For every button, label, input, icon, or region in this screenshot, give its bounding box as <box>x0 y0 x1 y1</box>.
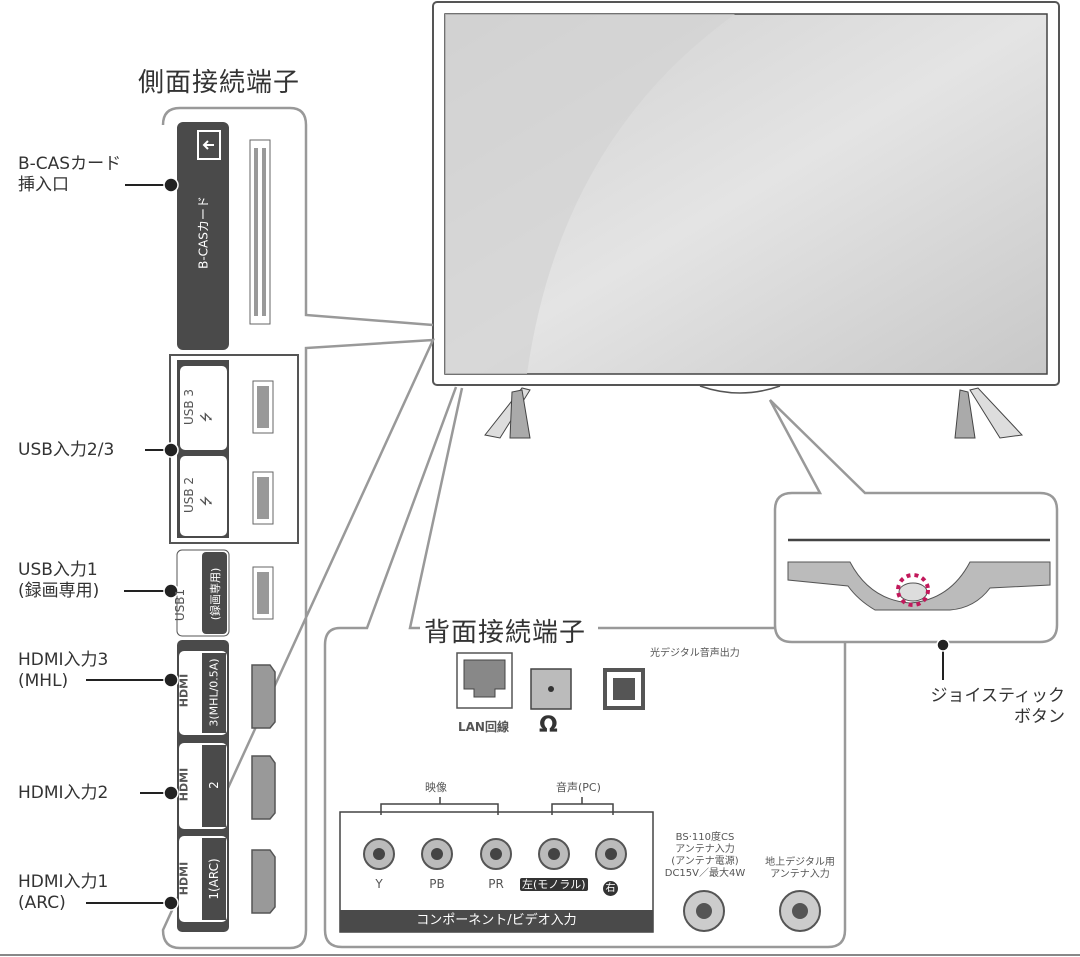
usb1-note: (録画専用) <box>209 567 222 621</box>
optical-out-label: 光デジタル音声出力 <box>650 648 740 659</box>
usb3-label: USB 3 <box>182 388 196 426</box>
usb-icon: ⭍ <box>199 495 215 507</box>
callout-usb1: USB入力1 (録画専用) <box>18 560 99 602</box>
callout-hdmi3-line2: (MHL) <box>18 671 69 691</box>
tv-illustration <box>432 1 1060 439</box>
rear-panel-title: 背面接続端子 <box>424 618 587 648</box>
jack-left-text: 左(モノラル) <box>520 878 588 891</box>
usb2-label: USB 2 <box>182 476 196 514</box>
jack-y-label: Y <box>375 877 383 891</box>
bs-antenna-line3: (アンテナ電源) <box>671 856 739 867</box>
callout-bcas-line2: 挿入口 <box>18 175 69 195</box>
side-panel-title: 側面接続端子 <box>138 68 301 98</box>
lan-label: LAN回線 <box>458 720 509 734</box>
jack-pb-label: PB <box>429 877 445 891</box>
audio-group-label: 音声(PC) <box>556 781 601 794</box>
bs-antenna-line1: BS·110度CS <box>675 832 735 843</box>
hdmi1-label: 1(ARC) <box>207 858 221 900</box>
usb-icon: ⭍ <box>199 411 215 423</box>
terrestrial-line1: 地上デジタル用 <box>765 857 835 868</box>
jack-right-label: 右 <box>603 876 618 896</box>
bs-antenna-line2: アンテナ入力 <box>675 844 735 855</box>
callout-bcas: B-CASカード 挿入口 <box>18 154 121 196</box>
callout-usb23-line1: USB入力2/3 <box>18 440 115 460</box>
bs-antenna-line4: DC15V／最大4W <box>664 868 746 879</box>
callout-hdmi2: HDMI入力2 <box>18 783 108 804</box>
hdmi2-logo: HDMI <box>177 767 191 802</box>
callout-hdmi3-line1: HDMI入力3 <box>18 650 109 670</box>
callout-usb1-line2: (録画専用) <box>18 581 100 601</box>
callout-hdmi1-line2: (ARC) <box>18 893 66 913</box>
bcas-slot-label: B-CASカード <box>196 196 211 269</box>
jack-left-label: 左(モノラル) <box>520 876 588 892</box>
callout-hdmi1: HDMI入力1 (ARC) <box>18 872 108 914</box>
callout-hdmi3: HDMI入力3 (MHL) <box>18 650 108 692</box>
jack-right-text: 右 <box>603 881 618 896</box>
terrestrial-antenna-label: 地上デジタル用 アンテナ入力 <box>755 857 845 881</box>
hdmi3-logo: HDMI <box>177 673 191 708</box>
hdmi3-label: 3(MHL/0.5A) <box>207 658 221 727</box>
callout-hdmi1-line1: HDMI入力1 <box>18 872 109 892</box>
hdmi2-label: 2 <box>207 781 221 789</box>
terrestrial-line2: アンテナ入力 <box>770 869 830 880</box>
joystick-label-line1: ジョイスティック <box>930 686 1065 706</box>
component-video-bar: コンポーネント/ビデオ入力 <box>340 910 653 932</box>
headphone-icon: Ω <box>539 713 558 738</box>
bs-antenna-label: BS·110度CS アンテナ入力 (アンテナ電源) DC15V／最大4W <box>660 832 750 880</box>
callout-bcas-line1: B-CASカード <box>18 154 122 174</box>
jack-pr-label: PR <box>488 877 504 891</box>
callout-usb1-line1: USB入力1 <box>18 560 98 580</box>
video-group-label: 映像 <box>425 781 447 794</box>
joystick-label: ジョイスティック ボタン <box>900 686 1065 728</box>
joystick-label-line2: ボタン <box>1014 707 1065 727</box>
hdmi1-logo: HDMI <box>177 861 191 896</box>
callout-usb23: USB入力2/3 <box>18 440 114 461</box>
usb1-label: USB1 <box>173 588 187 622</box>
callout-hdmi2-line1: HDMI入力2 <box>18 783 109 803</box>
